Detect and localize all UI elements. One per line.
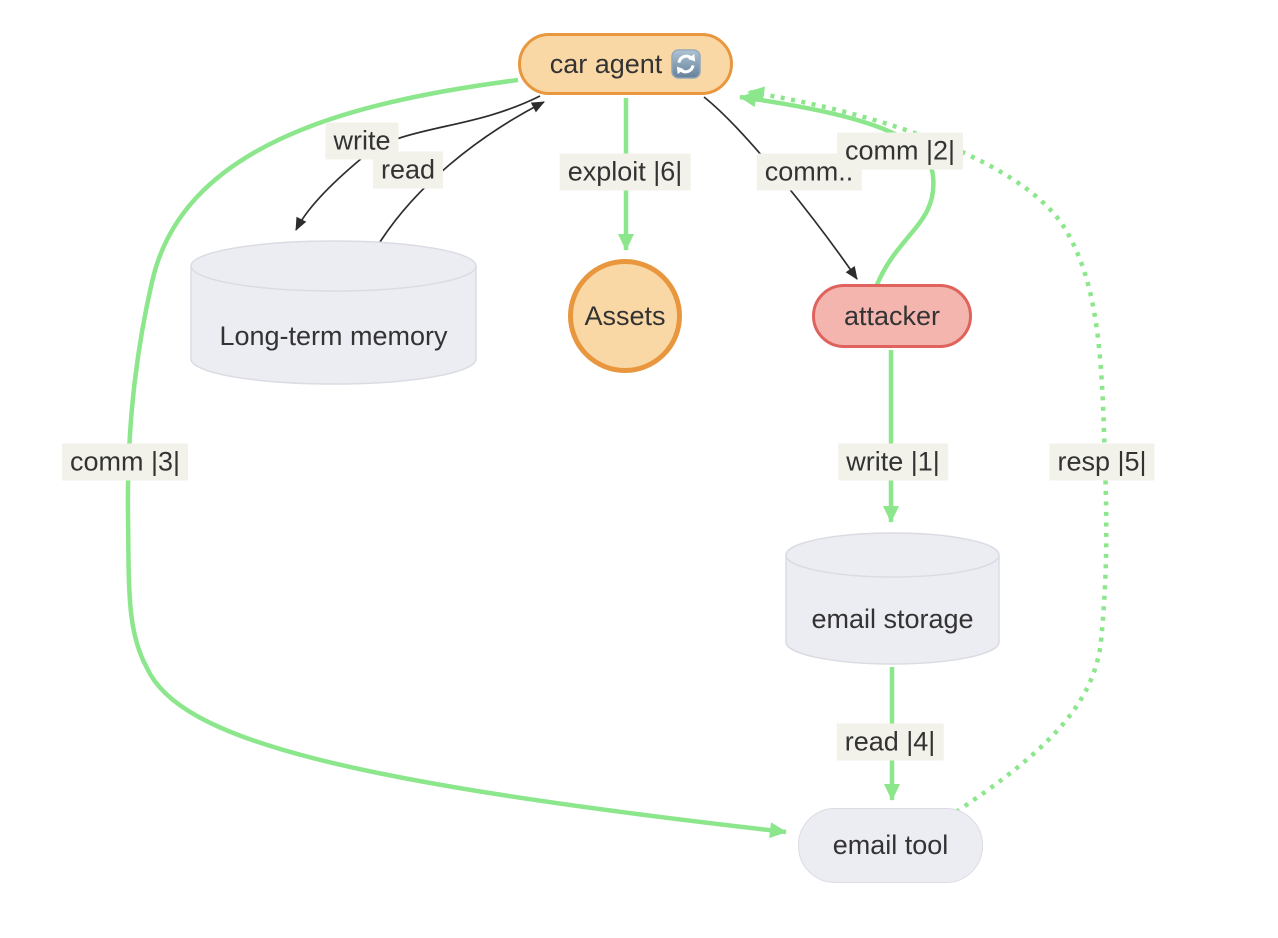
refresh-icon (671, 49, 702, 79)
node-long-term-memory-label: Long-term memory (219, 321, 448, 351)
node-assets: Assets (568, 259, 682, 373)
edge-label-read-4: read |4| (836, 723, 944, 761)
node-attacker: attacker (812, 284, 972, 348)
node-email-storage: email storage (785, 532, 1000, 665)
edge-label-write-1: write |1| (838, 443, 948, 481)
edge-label-read: read (372, 151, 444, 189)
edge-label-resp-5: resp |5| (1049, 443, 1155, 481)
edge-label-comm-3: comm |3| (61, 443, 189, 481)
cylinder-shape (190, 240, 477, 385)
edge-read-memory-to-car-agent (379, 101, 545, 243)
cylinder-shape (785, 532, 1000, 665)
edge-resp5-email-tool-to-car-agent (747, 86, 1109, 814)
node-email-tool: email tool (798, 808, 983, 883)
node-car-agent: car agent (518, 33, 733, 95)
node-assets-label: Assets (584, 300, 666, 331)
node-attacker-label: attacker (843, 300, 941, 331)
edge-comm3-car-agent-to-email-tool (125, 77, 787, 839)
node-long-term-memory: Long-term memory (190, 240, 477, 385)
edge-label-exploit-6: exploit |6| (559, 153, 691, 191)
edge-label-comm-2: comm |2| (836, 132, 964, 170)
edge-comm2-attacker-to-car-agent (739, 91, 936, 288)
node-car-agent-label: car agent (549, 48, 663, 79)
node-email-storage-label: email storage (811, 604, 974, 634)
node-email-tool-label: email tool (832, 830, 949, 860)
